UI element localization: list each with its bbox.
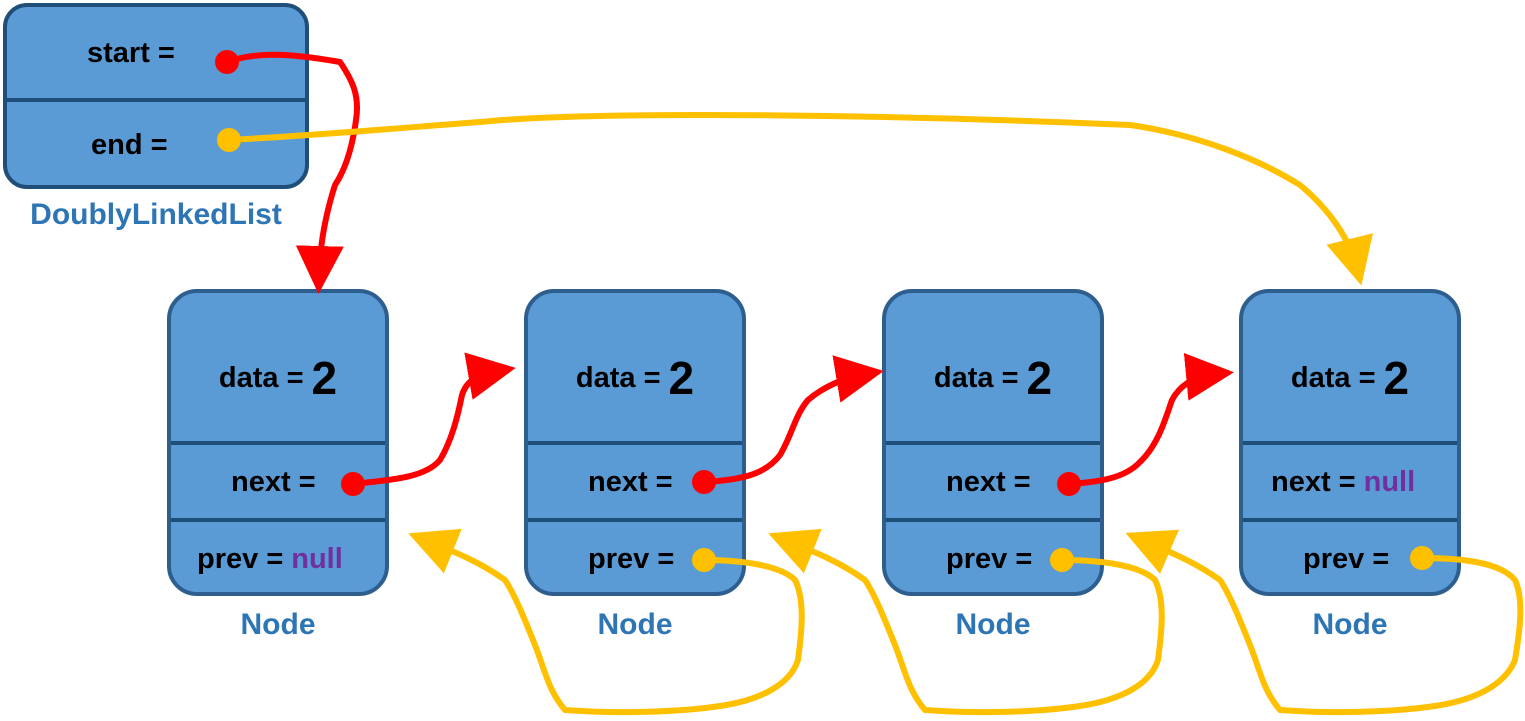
prev-value: null	[291, 542, 343, 575]
end-label: end =	[91, 128, 168, 161]
doubly-linked-list-box: start = end =	[3, 3, 309, 189]
prev-pointer-dot	[1050, 548, 1074, 572]
start-pointer-dot	[215, 50, 239, 74]
data-label: data =	[933, 361, 1019, 394]
data-label: data =	[1290, 361, 1376, 394]
node-next-row: next =	[886, 445, 1100, 519]
prev-label: prev =	[1303, 542, 1390, 575]
next-label: next =	[1271, 465, 1356, 498]
node-data-row: data = 2	[1243, 293, 1457, 443]
node-caption: Node	[1312, 608, 1388, 641]
prev-label: prev =	[588, 542, 675, 575]
node-prev-row: prev =	[1243, 522, 1457, 592]
prev-pointer-arrow	[1125, 529, 1524, 716]
node-data-row: data = 2	[886, 293, 1100, 443]
prev-label: prev =	[197, 542, 284, 575]
node-divider	[528, 441, 742, 445]
next-pointer-dot	[1057, 472, 1081, 496]
end-pointer-arrow	[228, 111, 1373, 286]
start-pointer-arrow	[225, 51, 360, 294]
start-label: start =	[87, 36, 175, 69]
node-divider	[886, 441, 1100, 445]
node-box: data = 2 next = prev =	[882, 289, 1104, 596]
node-box: data = 2 next = prev = null	[167, 289, 389, 596]
prev-pointer-dot	[1410, 546, 1434, 570]
node-divider	[886, 518, 1100, 522]
data-value: 2	[668, 352, 695, 404]
node-divider	[528, 518, 742, 522]
node-caption: Node	[597, 608, 673, 641]
list-divider	[7, 98, 305, 102]
node-box: data = 2 next = prev =	[524, 289, 746, 596]
list-caption: DoublyLinkedList	[30, 198, 282, 231]
node-divider	[1243, 518, 1457, 522]
prev-pointer-dot	[692, 548, 716, 572]
node-divider	[171, 518, 385, 522]
prev-pointer-arrow	[768, 528, 1165, 716]
end-row: end =	[7, 102, 305, 185]
next-value: null	[1363, 465, 1416, 498]
node-next-row: next = null	[1243, 445, 1457, 519]
prev-pointer-arrow	[408, 528, 805, 716]
next-pointer-arrow	[703, 355, 884, 485]
node-caption: Node	[955, 608, 1031, 641]
next-pointer-arrow	[1068, 352, 1234, 487]
node-next-row: next =	[171, 445, 385, 519]
end-pointer-dot	[217, 128, 241, 152]
prev-label: prev =	[946, 542, 1033, 575]
node-data-row: data = 2	[171, 293, 385, 443]
node-data-row: data = 2	[528, 293, 742, 443]
next-label: next =	[231, 465, 316, 498]
node-prev-row: prev =	[886, 522, 1100, 592]
node-caption: Node	[240, 608, 316, 641]
node-prev-row: prev =	[528, 522, 742, 592]
next-pointer-dot	[692, 470, 716, 494]
data-value: 2	[1383, 352, 1410, 404]
node-prev-row: prev = null	[171, 522, 385, 592]
data-value: 2	[311, 352, 338, 404]
data-label: data =	[575, 361, 661, 394]
next-pointer-dot	[341, 472, 365, 496]
node-divider	[1243, 441, 1457, 445]
next-label: next =	[588, 465, 673, 498]
start-row: start =	[7, 7, 305, 99]
next-label: next =	[946, 465, 1031, 498]
node-next-row: next =	[528, 445, 742, 519]
node-box: data = 2 next = null prev =	[1239, 289, 1461, 596]
next-pointer-arrow	[352, 352, 516, 487]
data-label: data =	[218, 361, 304, 394]
data-value: 2	[1026, 352, 1053, 404]
node-divider	[171, 441, 385, 445]
